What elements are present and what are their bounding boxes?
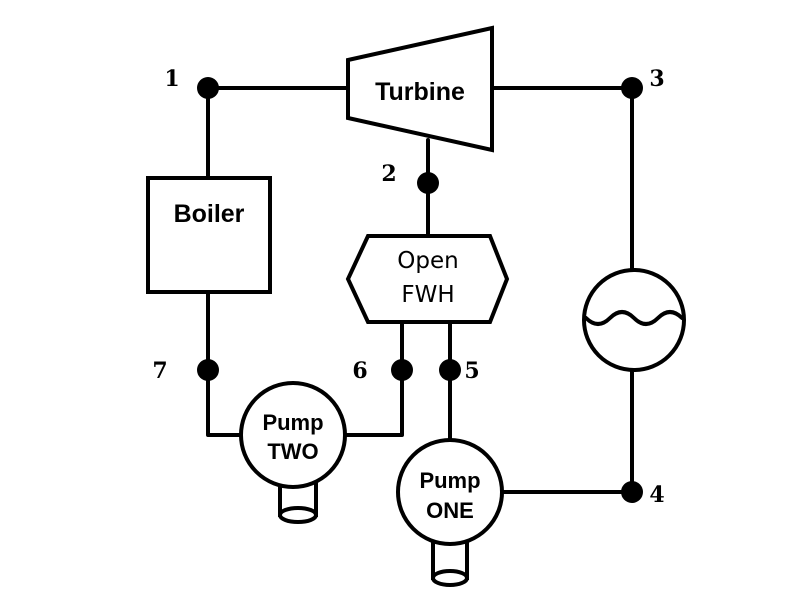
- pipe-boiler-to-turbine: [206, 86, 350, 180]
- state-point-2-label: 2: [381, 161, 396, 187]
- state-point-4-node: [621, 481, 643, 503]
- pump-two-label-line-1: Pump: [262, 410, 323, 435]
- fwh-label-line-2: FWH: [401, 282, 454, 308]
- pipe-pump-two-to-boiler: [206, 290, 243, 437]
- state-point-5-label: 5: [464, 358, 479, 384]
- state-point-4-label: 4: [649, 482, 664, 508]
- fwh-shape: [345, 234, 510, 324]
- state-point-3-node: [621, 77, 643, 99]
- state-point-1-label: 1: [164, 66, 179, 92]
- pump-one-label-line-1: Pump: [419, 468, 480, 493]
- pipe-turbine-to-condenser: [490, 86, 634, 277]
- pump-inlet-pipe-icon: [431, 533, 469, 587]
- state-point-7-node: [197, 359, 219, 381]
- turbine-label: Turbine: [375, 78, 465, 106]
- state-point-6-node: [391, 359, 413, 381]
- pump-two-label-line-2: TWO: [267, 439, 318, 464]
- boiler-label: Boiler: [174, 200, 245, 228]
- boiler-shape: [146, 176, 272, 294]
- pump-one-label-line-2: ONE: [426, 498, 474, 523]
- state-point-3-label: 3: [649, 66, 664, 92]
- state-point-5-node: [439, 359, 461, 381]
- pump-two: Pump TWO: [239, 381, 347, 524]
- state-point-6-label: 6: [352, 358, 367, 384]
- condenser-icon: [582, 268, 686, 372]
- fwh-label-line-1: Open: [397, 248, 458, 274]
- turbine-shape: [346, 25, 494, 153]
- state-point-7-label: 7: [152, 358, 167, 384]
- pump-one: Pump ONE: [396, 438, 504, 587]
- state-point-2-node: [417, 172, 439, 194]
- state-point-1-node: [197, 77, 219, 99]
